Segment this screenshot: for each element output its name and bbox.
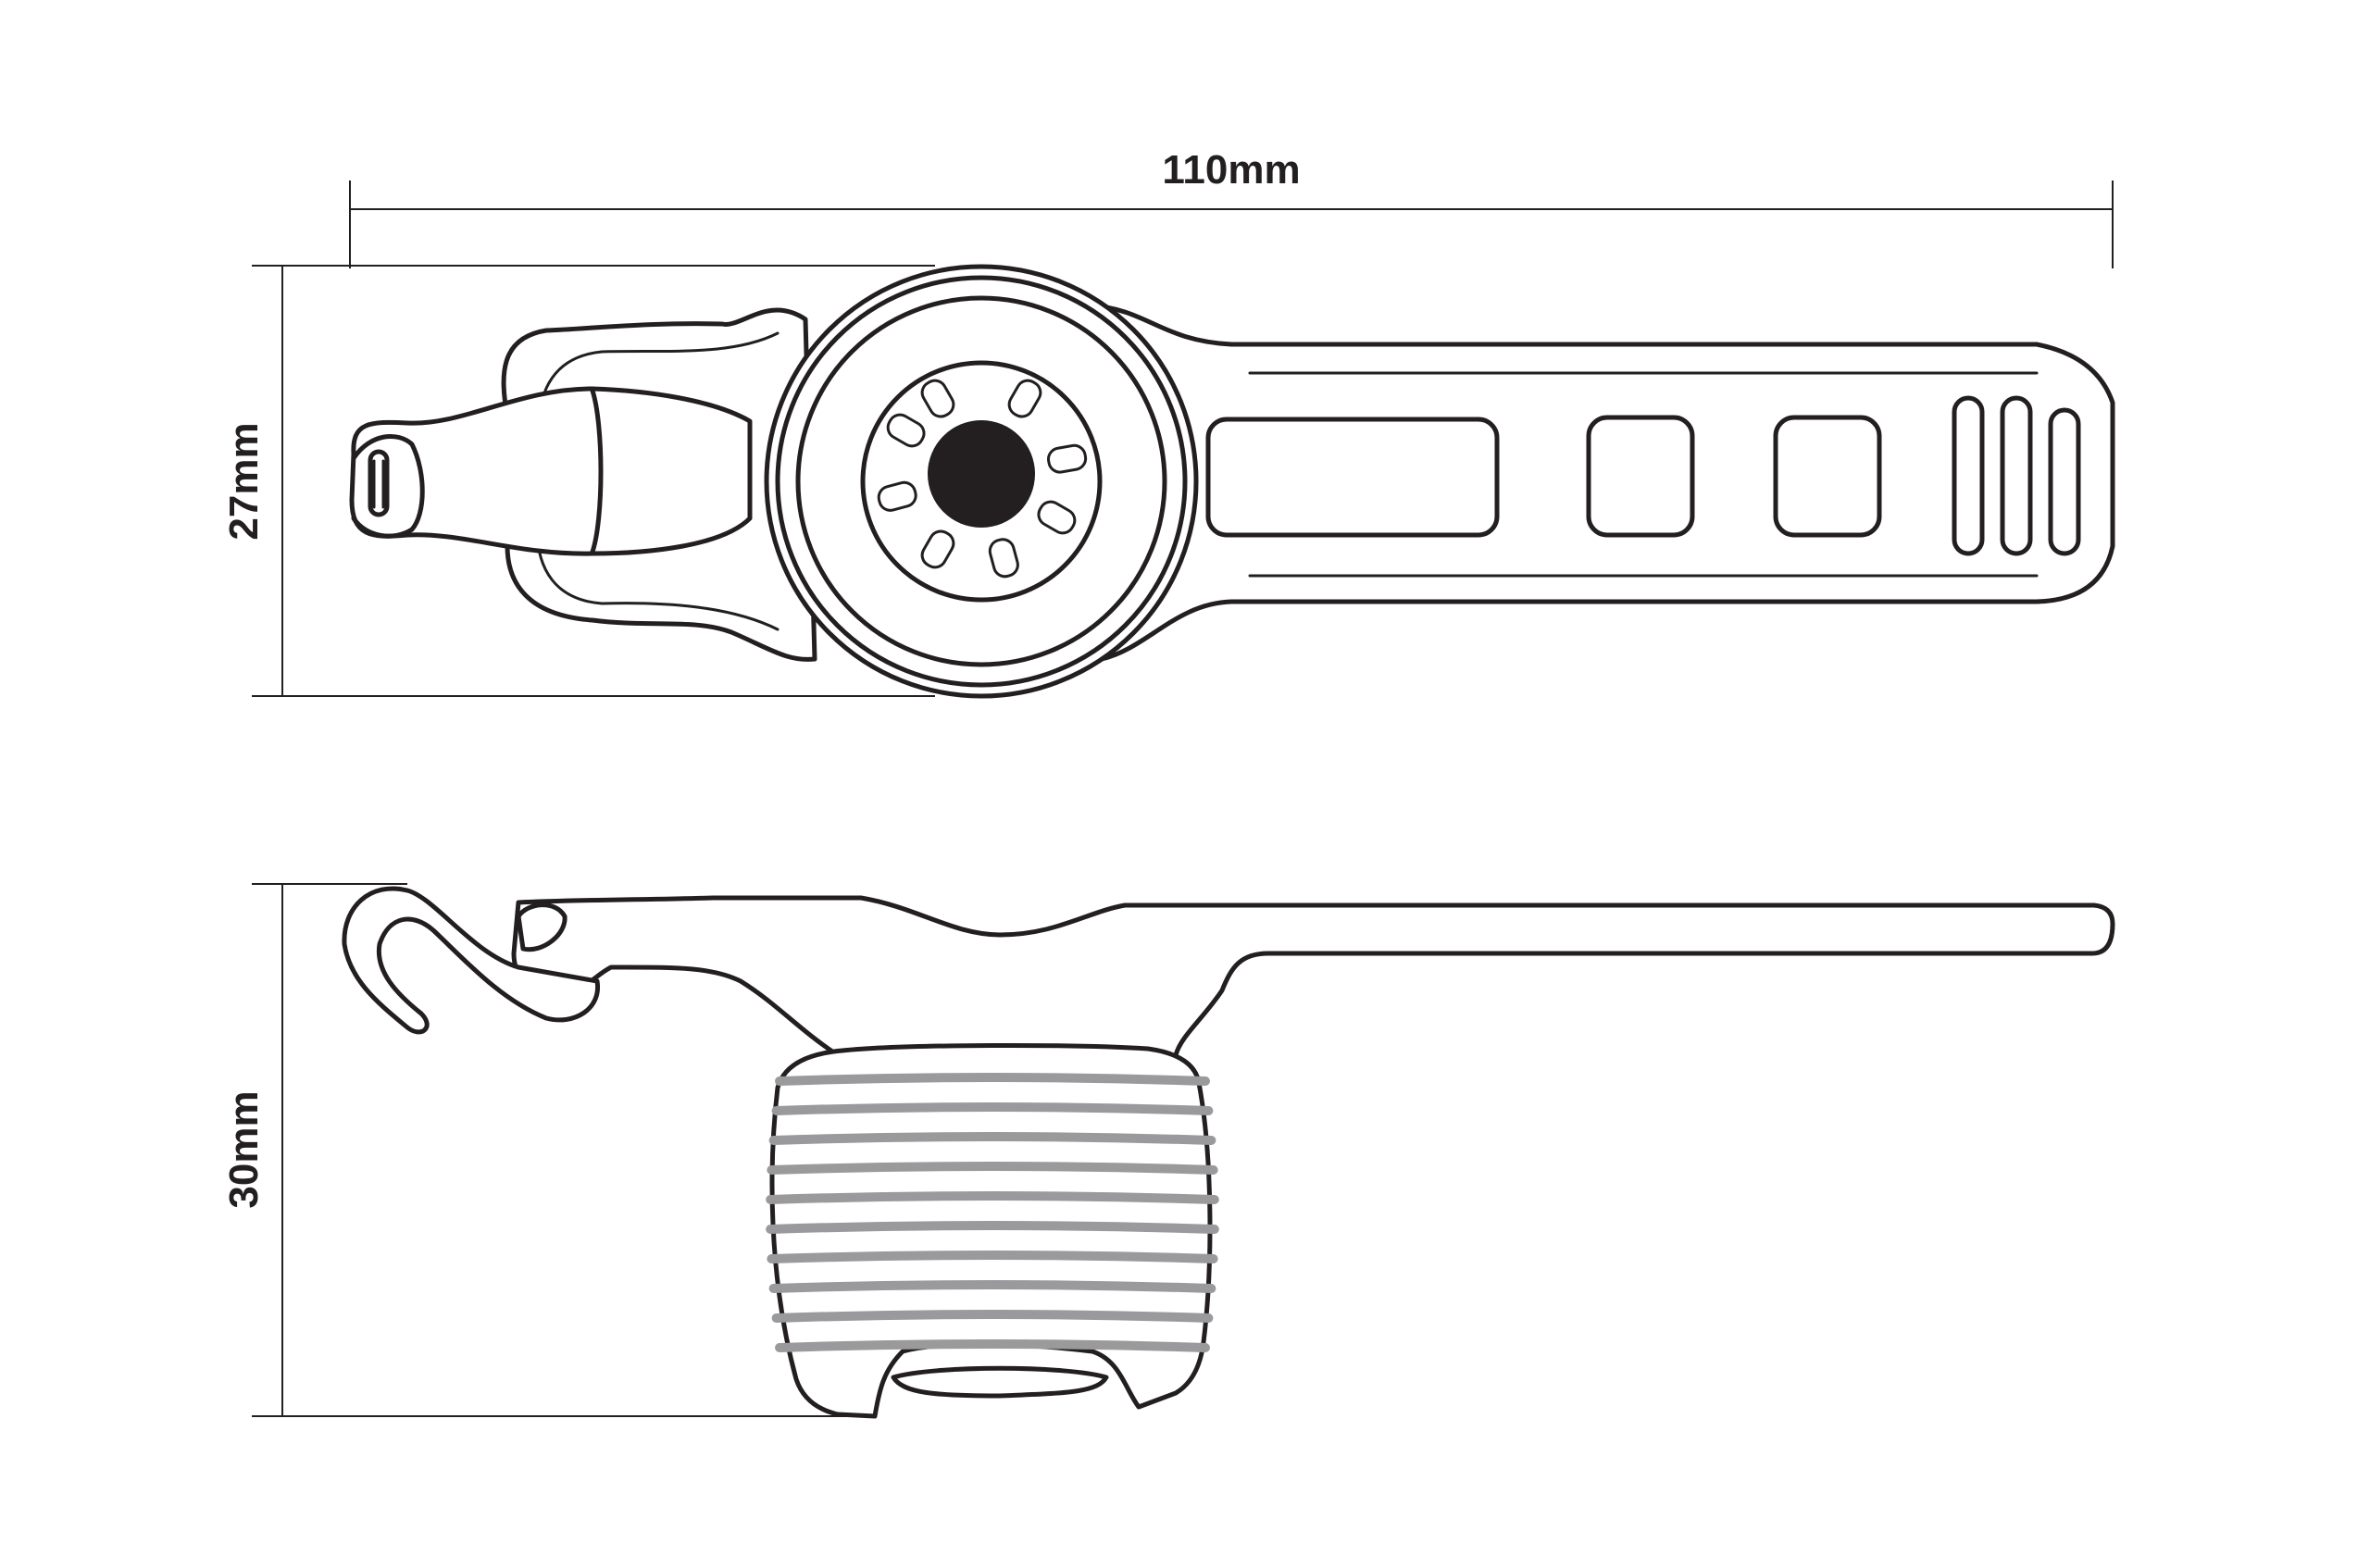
strap-slot-thin-3 — [2048, 407, 2081, 556]
strap-slot-long — [1205, 417, 1500, 538]
side-view — [342, 886, 2115, 1419]
width-dimension: 27mm — [221, 265, 935, 697]
vent-slot — [877, 480, 917, 512]
vent-slot — [886, 413, 926, 448]
strap-top — [1090, 303, 2115, 662]
body-rib — [771, 1102, 1214, 1115]
body-rib — [767, 1251, 1218, 1263]
strap-side — [511, 895, 2115, 1067]
height-dimension: 30mm — [221, 883, 861, 1417]
strap-slot-thin-2 — [2000, 395, 2033, 556]
body-rib — [768, 1280, 1216, 1293]
length-label: 110mm — [1162, 147, 1300, 193]
light-body-side — [766, 1042, 1219, 1419]
body-rib — [766, 1191, 1219, 1204]
vent-slot — [1047, 443, 1088, 474]
light-lens-ring — [795, 295, 1167, 667]
light-button-ring — [860, 360, 1103, 603]
power-button-icon[interactable] — [928, 420, 1035, 528]
strap-slot-thin-1 — [1952, 395, 1985, 556]
body-rib — [771, 1310, 1214, 1323]
vent-slot — [1007, 379, 1042, 418]
vent-slot — [988, 538, 1019, 579]
buckle-slot — [368, 449, 390, 517]
light-vent-slots — [877, 379, 1088, 579]
vent-slot — [1037, 500, 1077, 535]
light-body-ribs — [766, 1073, 1219, 1352]
body-rib — [767, 1162, 1218, 1175]
width-label: 27mm — [221, 422, 267, 540]
strap-slot-square-1 — [1586, 415, 1695, 538]
body-rib — [775, 1339, 1210, 1352]
length-dimension: 110mm — [349, 147, 2114, 268]
vent-slot — [920, 529, 955, 569]
buckle — [349, 386, 753, 556]
height-label: 30mm — [221, 1090, 267, 1208]
light-inner-ring — [775, 275, 1188, 688]
top-view — [349, 264, 2115, 699]
body-rib — [775, 1073, 1210, 1086]
hook — [342, 886, 600, 1035]
light-head — [764, 264, 1199, 699]
vent-slot — [920, 379, 955, 418]
body-rib — [768, 1132, 1216, 1145]
body-rib — [766, 1221, 1219, 1234]
strap-slot-square-2 — [1773, 415, 1882, 538]
